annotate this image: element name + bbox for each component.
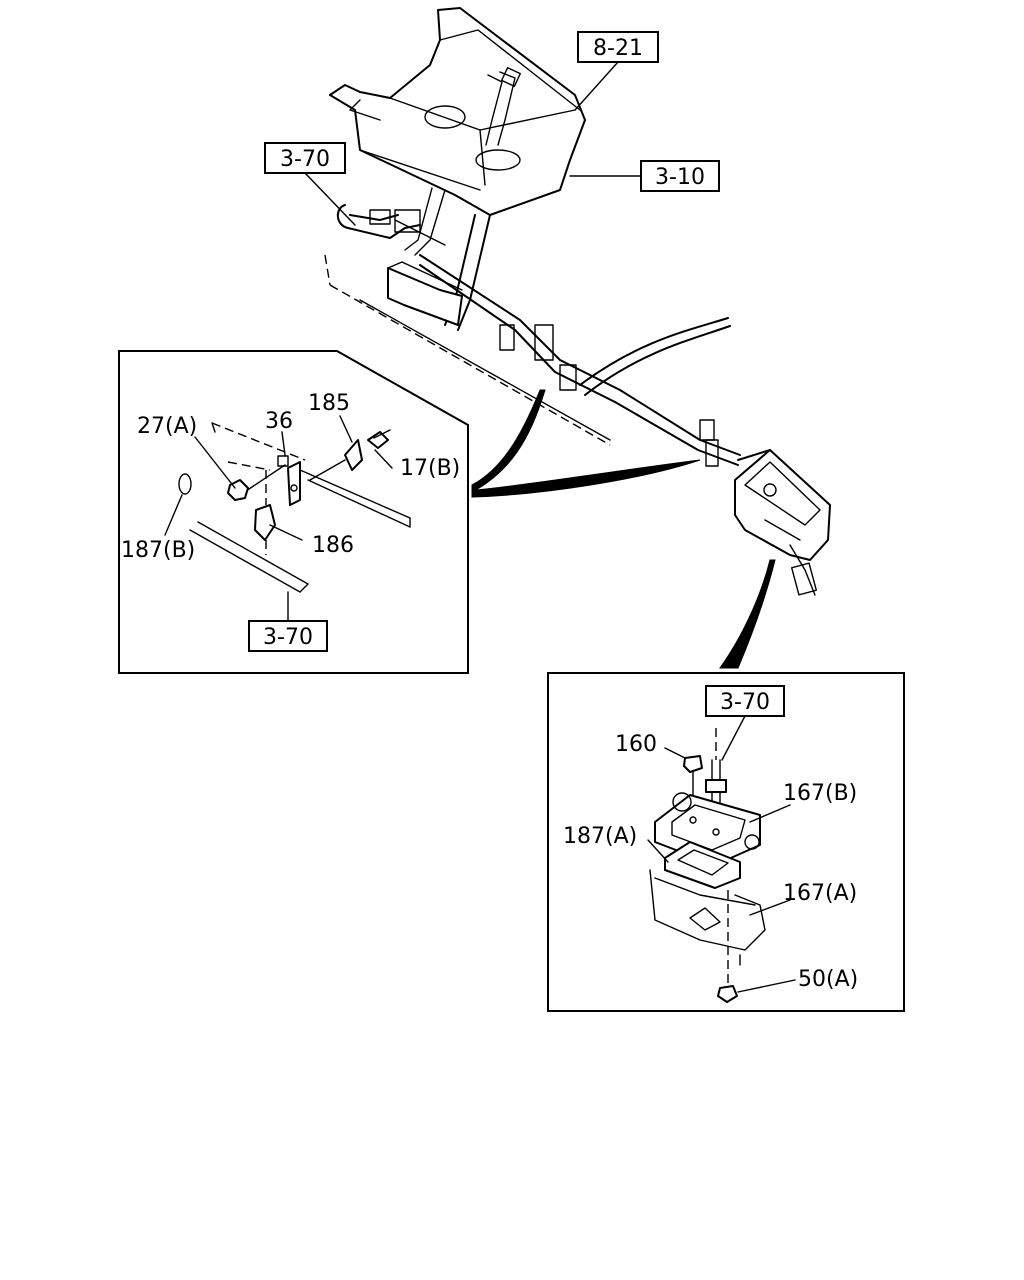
part-167B-label: 167(B)	[783, 781, 857, 806]
ref-label-3-70-detail-b: 3-70	[720, 690, 770, 715]
detail-a-pointer	[471, 389, 701, 498]
main-assembly	[324, 7, 831, 596]
leader-3-70-top	[304, 172, 356, 226]
part-160-label: 160	[615, 732, 657, 757]
ref-box-3-70-detail-a[interactable]: 3-70	[248, 620, 328, 652]
detail-a: 27(A) 36 185 17(B) 187(B) 186 3-70	[118, 350, 469, 674]
ref-label-3-10: 3-10	[655, 165, 705, 190]
part-50A-label: 50(A)	[798, 967, 858, 992]
part-187B-label: 187(B)	[121, 538, 195, 563]
ref-label-3-70-detail-a: 3-70	[263, 625, 313, 650]
ref-box-3-70-top[interactable]: 3-70	[264, 142, 346, 174]
part-27A-label: 27(A)	[137, 414, 197, 439]
ref-box-8-21[interactable]: 8-21	[577, 31, 659, 63]
part-36-label: 36	[265, 409, 293, 434]
part-186-label: 186	[312, 533, 354, 558]
detail-b: 3-70 160 167(B) 187(A) 167(A) 50(A)	[547, 672, 905, 1012]
ref-box-3-70-detail-b[interactable]: 3-70	[705, 685, 785, 717]
part-187A-label: 187(A)	[563, 824, 637, 849]
ref-label-8-21: 8-21	[593, 36, 643, 61]
part-185-label: 185	[308, 391, 350, 416]
leader-8-21	[574, 61, 619, 111]
part-167A-label: 167(A)	[783, 881, 857, 906]
ref-box-3-10[interactable]: 3-10	[640, 160, 720, 192]
detail-b-pointer	[719, 559, 776, 669]
part-17B-label: 17(B)	[400, 456, 460, 481]
ref-label-3-70-top: 3-70	[280, 147, 330, 172]
